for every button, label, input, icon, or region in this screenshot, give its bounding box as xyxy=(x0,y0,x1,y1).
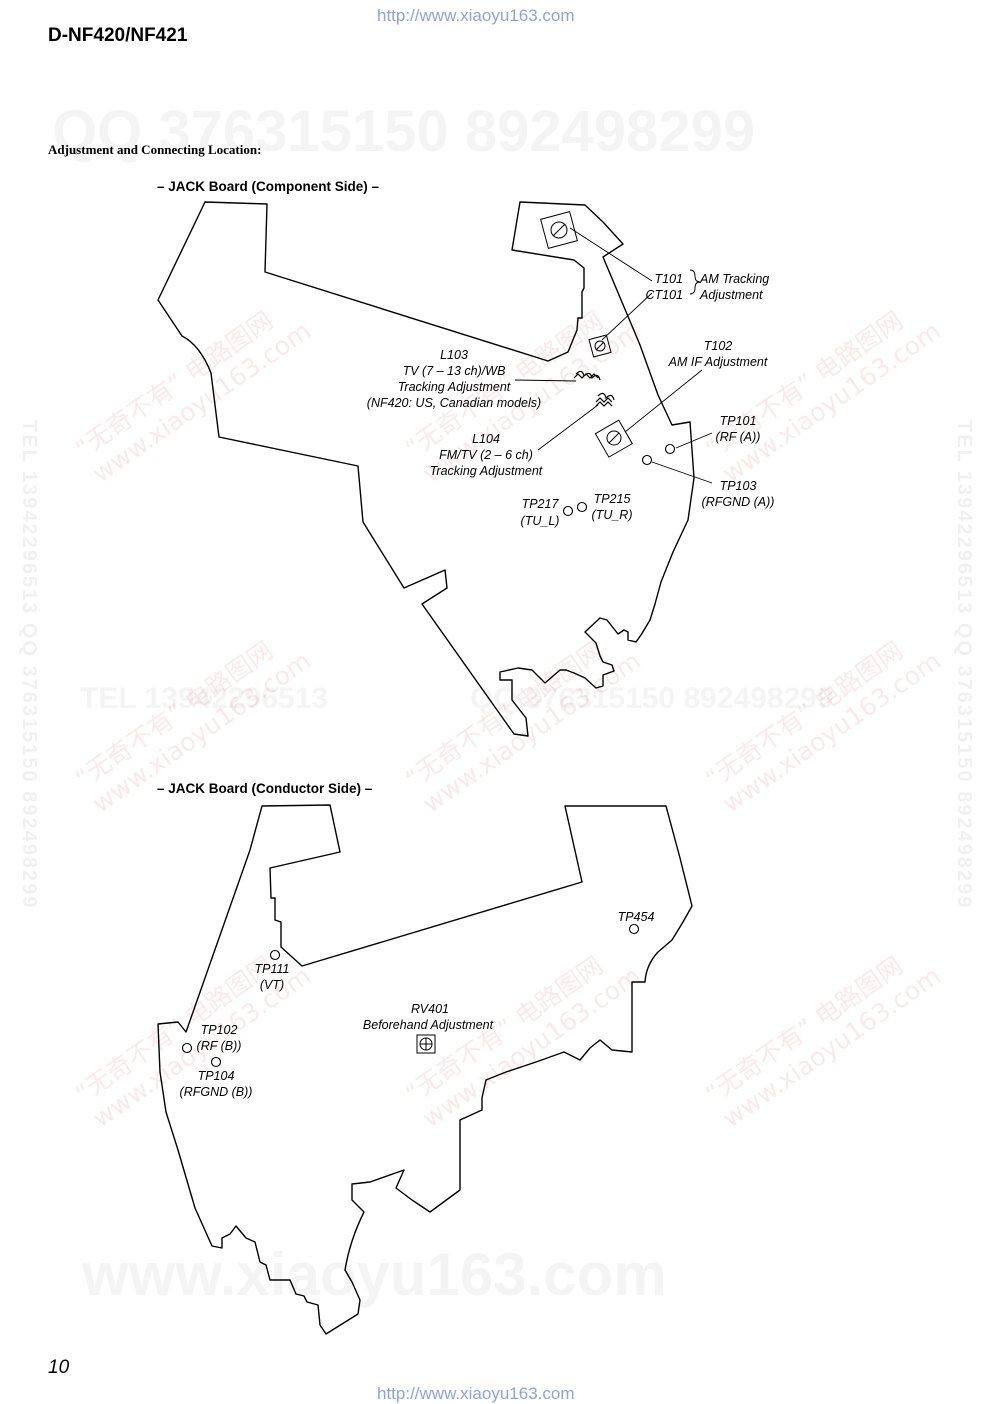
label-ct101: CT101 xyxy=(645,288,683,302)
label-tp103: TP103 xyxy=(720,479,757,493)
label-tp217-sub: (TU_L) xyxy=(521,514,560,528)
label-tp104-sub: (RFGND (B)) xyxy=(180,1085,253,1099)
label-l103-line3: (NF420: US, Canadian models) xyxy=(367,396,541,410)
label-tp111-sub: (VT) xyxy=(260,978,284,992)
tp103-test-point xyxy=(641,454,653,466)
t101-transformer-icon xyxy=(540,211,578,249)
tp104-test-point xyxy=(210,1056,222,1068)
tp101-test-point xyxy=(664,443,676,455)
label-am-tracking-1: AM Tracking xyxy=(699,272,769,286)
label-l103: L103 xyxy=(440,348,468,362)
l104-coil-icon xyxy=(595,392,615,407)
label-l103-line2: Tracking Adjustment xyxy=(398,380,511,394)
label-rv401: RV401 xyxy=(411,1002,449,1016)
label-t102-desc: AM IF Adjustment xyxy=(668,355,768,369)
tp111-test-point xyxy=(269,949,281,961)
label-rv401-desc: Beforehand Adjustment xyxy=(363,1018,494,1032)
label-tp215: TP215 xyxy=(594,492,631,506)
l103-coil-icon xyxy=(573,370,601,381)
label-tp101-sub: (RF (A)) xyxy=(716,430,761,444)
tp454-test-point xyxy=(628,923,640,935)
url-top[interactable]: http://www.xiaoyu163.com xyxy=(377,6,575,25)
conductor-side-board-outline xyxy=(157,804,693,1335)
ct101-trimmer-icon xyxy=(588,334,612,358)
component-side-board-outline xyxy=(157,201,695,737)
watermark-bottom: www.xiaoyu163.com xyxy=(82,1240,667,1309)
label-am-tracking-2: Adjustment xyxy=(699,288,763,302)
tp215-test-point xyxy=(576,501,588,513)
component-side-leader-lines xyxy=(514,227,713,484)
label-l104-line2: Tracking Adjustment xyxy=(430,464,543,478)
label-t101: T101 xyxy=(655,272,684,286)
rv401-trimmer-icon xyxy=(416,1034,436,1054)
label-tp217: TP217 xyxy=(522,497,560,511)
component-side-title: – JACK Board (Component Side) – xyxy=(157,179,380,194)
section-title: Adjustment and Connecting Location: xyxy=(48,142,262,157)
label-tp454: TP454 xyxy=(618,910,655,924)
conductor-side-title: – JACK Board (Conductor Side) – xyxy=(157,781,373,796)
watermark-tel: TEL 13942296513 xyxy=(80,682,328,716)
t102-transformer-icon xyxy=(594,419,633,458)
tp102-test-point xyxy=(181,1042,193,1054)
label-tp111: TP111 xyxy=(255,962,290,976)
watermark-qq-mid: QQ 376315150 892498299 xyxy=(470,682,834,716)
label-tp104: TP104 xyxy=(198,1069,235,1083)
tp217-test-point xyxy=(562,505,574,517)
label-l103-line1: TV (7 – 13 ch)/WB xyxy=(403,364,506,378)
page-number: 10 xyxy=(48,1357,70,1378)
label-tp101: TP101 xyxy=(720,414,757,428)
url-bottom[interactable]: http://www.xiaoyu163.com xyxy=(377,1384,575,1403)
label-tp102: TP102 xyxy=(201,1023,238,1037)
watermark-qq: QQ 376315150 892498299 xyxy=(52,98,755,165)
label-tp103-sub: (RFGND (A)) xyxy=(702,495,775,509)
model-number: D-NF420/NF421 xyxy=(48,25,188,46)
label-l104: L104 xyxy=(472,432,500,446)
label-t102: T102 xyxy=(704,339,733,353)
label-l104-line1: FM/TV (2 – 6 ch) xyxy=(439,448,533,462)
label-tp215-sub: (TU_R) xyxy=(592,508,633,522)
label-tp102-sub: (RF (B)) xyxy=(197,1039,242,1053)
